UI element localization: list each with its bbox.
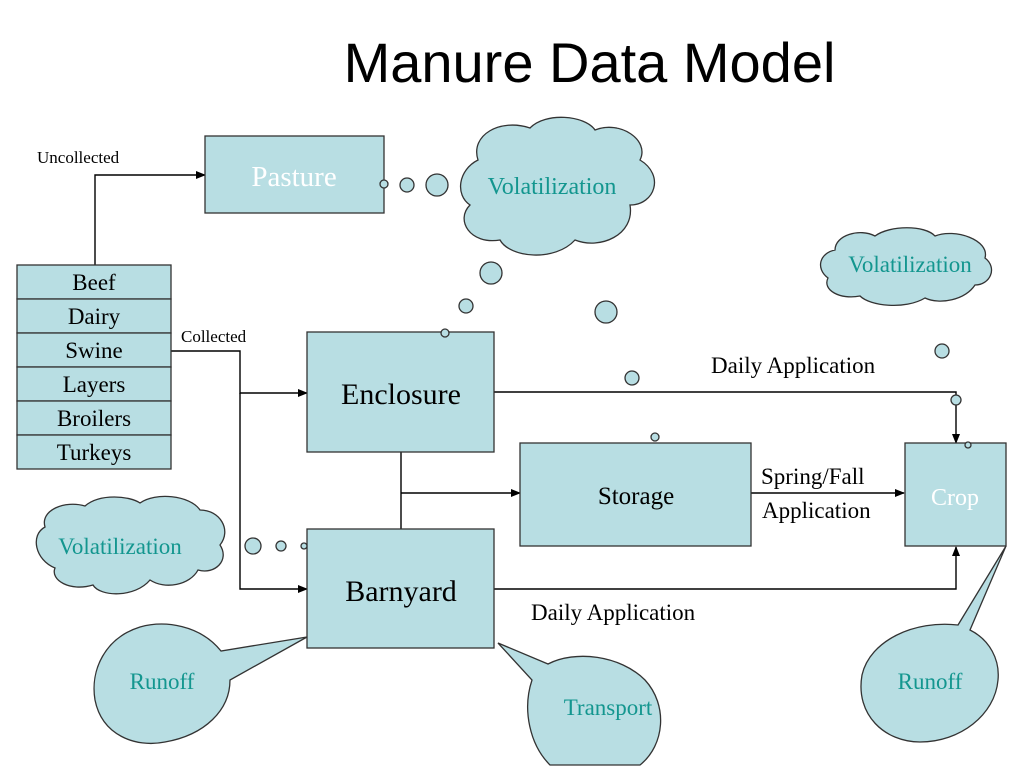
animal-row[interactable] [16, 434, 172, 470]
runoff-barnyard-label: Runoff [130, 669, 195, 694]
runoff-bubble-crop [860, 545, 1007, 743]
page-title: Manure Data Model [343, 31, 836, 94]
volatilization-barnyard-label: Volatilization [58, 534, 182, 559]
animal-label: Broilers [57, 406, 131, 431]
pasture-label: Pasture [251, 161, 336, 193]
animal-label: Swine [65, 338, 123, 363]
volatilization-cloud-crop [819, 227, 993, 307]
animal-row[interactable] [16, 264, 172, 300]
barnyard-label: Barnyard [345, 575, 457, 608]
enclosure-label: Enclosure [341, 378, 461, 411]
runoff-crop-label: Runoff [898, 669, 963, 694]
application-label: Application [762, 498, 871, 523]
animal-row[interactable] [16, 400, 172, 436]
daily-application-top-label: Daily Application [711, 353, 876, 378]
collected-to-barnyard-arrow [239, 393, 308, 593]
spring-fall-label: Spring/Fall [761, 464, 865, 489]
uncollected-label: Uncollected [37, 148, 120, 167]
volatilization-cloud-barnyard [35, 495, 226, 595]
crop-label: Crop [931, 485, 979, 511]
uncollected-arrow [94, 171, 206, 265]
animal-row[interactable] [16, 298, 172, 334]
animal-label: Dairy [68, 304, 121, 329]
animal-label: Layers [63, 372, 126, 397]
enclosure-box[interactable] [306, 331, 495, 453]
animal-row[interactable] [16, 366, 172, 402]
transport-label: Transport [564, 695, 653, 720]
enclosure-daily-application-arrow [494, 391, 960, 444]
volatilization-pasture-label: Volatilization [488, 174, 617, 200]
animal-label: Beef [72, 270, 116, 295]
storage-label: Storage [598, 483, 674, 510]
pasture-box[interactable] [204, 135, 385, 214]
barnyard-box[interactable] [306, 528, 495, 649]
volatilization-crop-label: Volatilization [848, 252, 972, 277]
volatilization-cloud-pasture [459, 116, 656, 256]
collected-label: Collected [181, 327, 247, 346]
connectors [94, 171, 960, 593]
transport-bubble-barnyard [497, 642, 662, 766]
storage-box[interactable] [519, 442, 752, 547]
runoff-bubble-barnyard [93, 623, 308, 745]
animal-row[interactable] [16, 332, 172, 368]
animal-label: Turkeys [57, 440, 132, 465]
vapor-dots [244, 173, 972, 555]
daily-application-bottom-label: Daily Application [531, 600, 696, 625]
collected-to-enclosure-arrow [171, 350, 308, 397]
crop-box[interactable] [904, 442, 1007, 547]
barnyard-daily-application-arrow [494, 546, 960, 590]
